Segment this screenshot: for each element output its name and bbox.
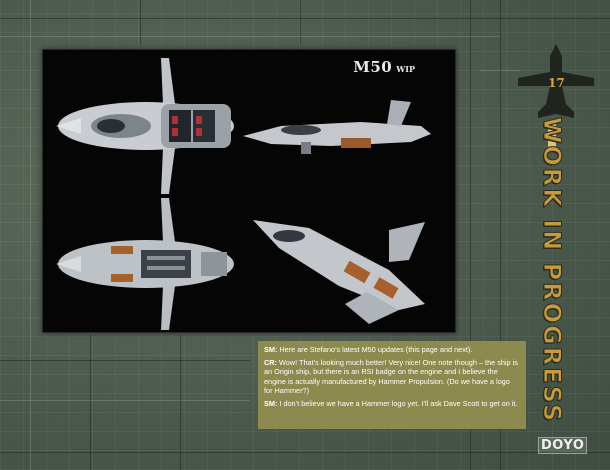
note-item: SM:I don’t believe we have a Hammer logo… bbox=[264, 399, 520, 409]
frame-line bbox=[0, 36, 500, 37]
issue-number: 17 bbox=[548, 76, 565, 90]
note-item: SM:Here are Stefano’s latest M50 updates… bbox=[264, 345, 520, 355]
ship-side-view bbox=[243, 100, 431, 154]
frame-line bbox=[300, 0, 301, 45]
frame-line bbox=[90, 335, 91, 470]
frame-line bbox=[140, 0, 141, 45]
notes-box: SM:Here are Stefano’s latest M50 updates… bbox=[258, 341, 526, 429]
work-in-progress-banner: WORK IN PROGRESS bbox=[538, 116, 567, 424]
note-speaker: CR: bbox=[264, 357, 277, 367]
ship-name: M50 bbox=[353, 58, 393, 76]
note-text: Here are Stefano’s latest M50 updates (t… bbox=[279, 345, 473, 354]
ship-top-view bbox=[56, 58, 234, 194]
frame-line bbox=[500, 0, 501, 470]
note-text: I don’t believe we have a Hammer logo ye… bbox=[279, 398, 518, 408]
frame-line bbox=[30, 0, 31, 470]
frame-line bbox=[180, 335, 181, 470]
banner-accent bbox=[548, 120, 556, 150]
frame-line bbox=[0, 400, 250, 401]
note-text: Wow! That’s looking much better! Very ni… bbox=[264, 357, 518, 396]
frame-line bbox=[470, 0, 471, 470]
ship-perspective-view bbox=[253, 220, 425, 324]
ship-bottom-view bbox=[56, 198, 234, 330]
frame-line bbox=[0, 360, 250, 361]
note-speaker: SM: bbox=[264, 398, 278, 408]
frame-line bbox=[0, 18, 610, 19]
note-item: CR:Wow! That’s looking much better! Very… bbox=[264, 358, 520, 396]
ship-status: WIP bbox=[396, 64, 415, 74]
note-speaker: SM: bbox=[264, 345, 278, 354]
ship-emblem-icon bbox=[518, 44, 594, 118]
frame-line bbox=[0, 452, 610, 453]
publisher-logo: DOYO bbox=[538, 437, 588, 454]
